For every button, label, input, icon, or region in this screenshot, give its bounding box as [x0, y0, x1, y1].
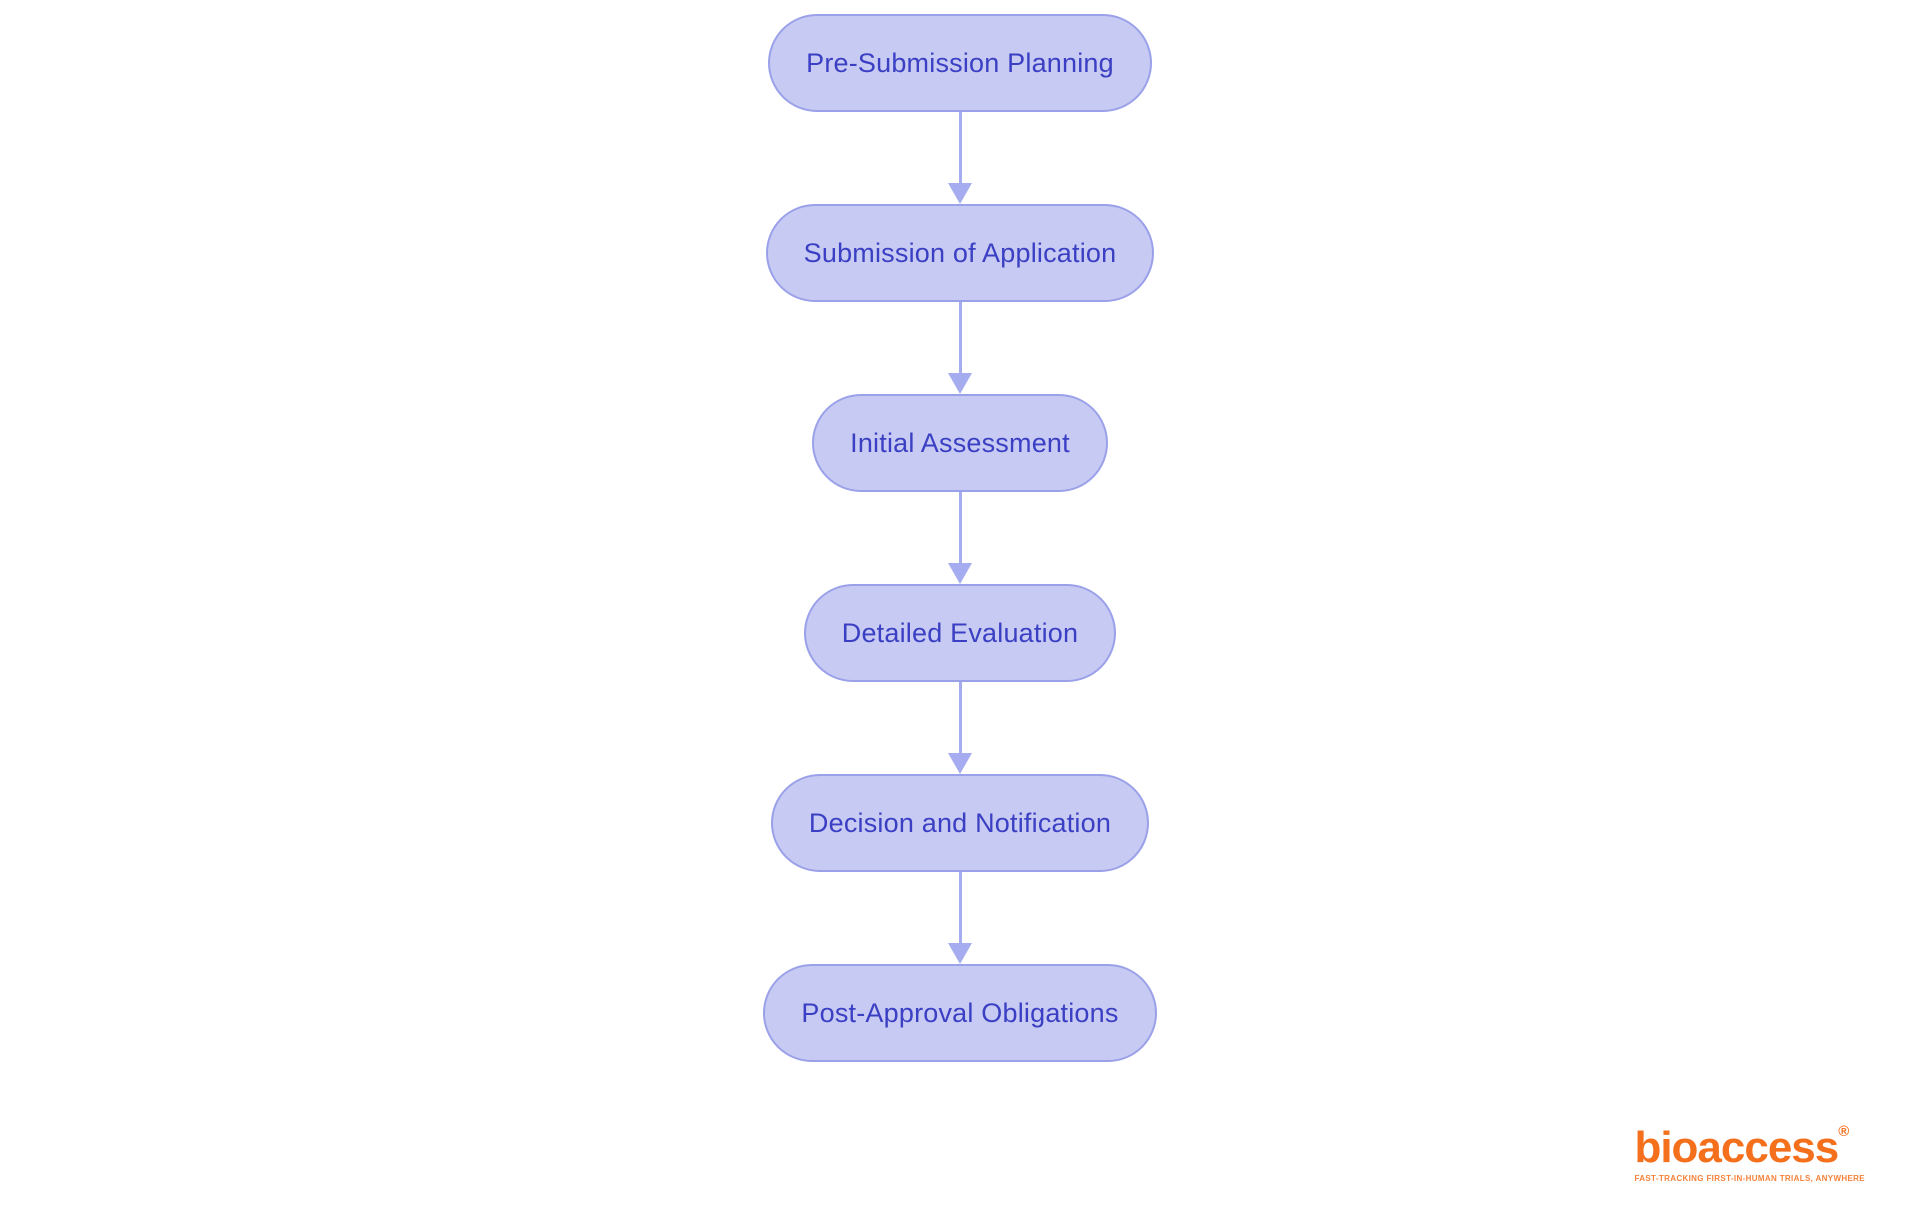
flow-node-label: Pre-Submission Planning: [806, 47, 1114, 78]
flow-node-post-approval-obligations: Post-Approval Obligations: [763, 964, 1157, 1062]
arrow-down-icon: [948, 373, 972, 394]
flowchart: Pre-Submission Planning Submission of Ap…: [0, 14, 1920, 1062]
flow-node-submission-of-application: Submission of Application: [765, 204, 1155, 302]
bioaccess-brand-text: bioaccess: [1634, 1123, 1839, 1172]
flow-connector: [948, 492, 972, 584]
registered-trademark-icon: ®: [1838, 1123, 1850, 1140]
flow-node-label: Submission of Application: [803, 237, 1117, 268]
flow-connector: [948, 302, 972, 394]
flow-connector: [948, 872, 972, 964]
connector-line: [958, 492, 962, 564]
flow-node-label: Initial Assessment: [850, 427, 1070, 458]
arrow-down-icon: [948, 563, 972, 584]
connector-line: [958, 872, 962, 944]
bioaccess-tagline: FAST-TRACKING FIRST-IN-HUMAN TRIALS, ANY…: [1634, 1174, 1865, 1183]
flow-node-label: Detailed Evaluation: [841, 617, 1079, 648]
arrow-down-icon: [948, 183, 972, 204]
flow-node-detailed-evaluation: Detailed Evaluation: [803, 584, 1117, 682]
flow-connector: [948, 112, 972, 204]
flow-node-label: Post-Approval Obligations: [801, 997, 1119, 1028]
flow-node-pre-submission-planning: Pre-Submission Planning: [768, 14, 1152, 112]
arrow-down-icon: [948, 753, 972, 774]
flow-node-label: Decision and Notification: [808, 807, 1112, 838]
flow-connector: [948, 682, 972, 774]
connector-line: [958, 302, 962, 374]
bioaccess-logo: bioaccess® FAST-TRACKING FIRST-IN-HUMAN …: [1634, 1124, 1865, 1183]
flow-node-decision-and-notification: Decision and Notification: [770, 774, 1150, 872]
arrow-down-icon: [948, 943, 972, 964]
bioaccess-wordmark: bioaccess®: [1634, 1124, 1865, 1170]
flow-node-initial-assessment: Initial Assessment: [812, 394, 1108, 492]
connector-line: [958, 112, 962, 184]
connector-line: [958, 682, 962, 754]
